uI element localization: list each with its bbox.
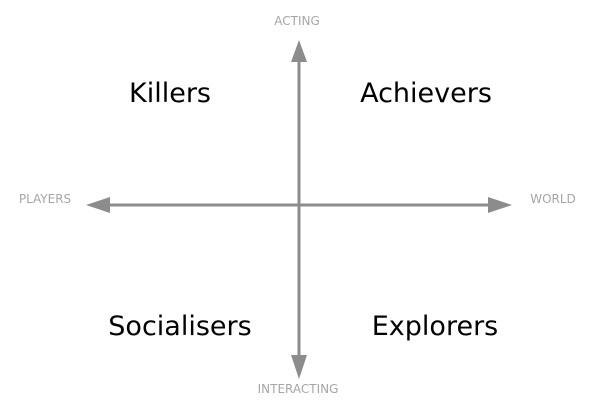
down-arrow-head	[291, 355, 307, 379]
axis-label-acting: ACTING	[274, 14, 320, 28]
axis-label-players: PLAYERS	[19, 192, 71, 206]
quadrant-label-explorers: Explorers	[372, 311, 498, 342]
up-arrow-head	[291, 40, 307, 62]
quadrant-label-killers: Killers	[129, 78, 211, 109]
left-arrow-head	[86, 197, 110, 213]
axis-label-world: WORLD	[530, 192, 576, 206]
quadrant-label-socialisers: Socialisers	[108, 311, 251, 342]
axis-label-interacting: INTERACTING	[258, 382, 339, 396]
right-arrow-head	[488, 197, 512, 213]
quadrant-label-achievers: Achievers	[360, 78, 492, 109]
